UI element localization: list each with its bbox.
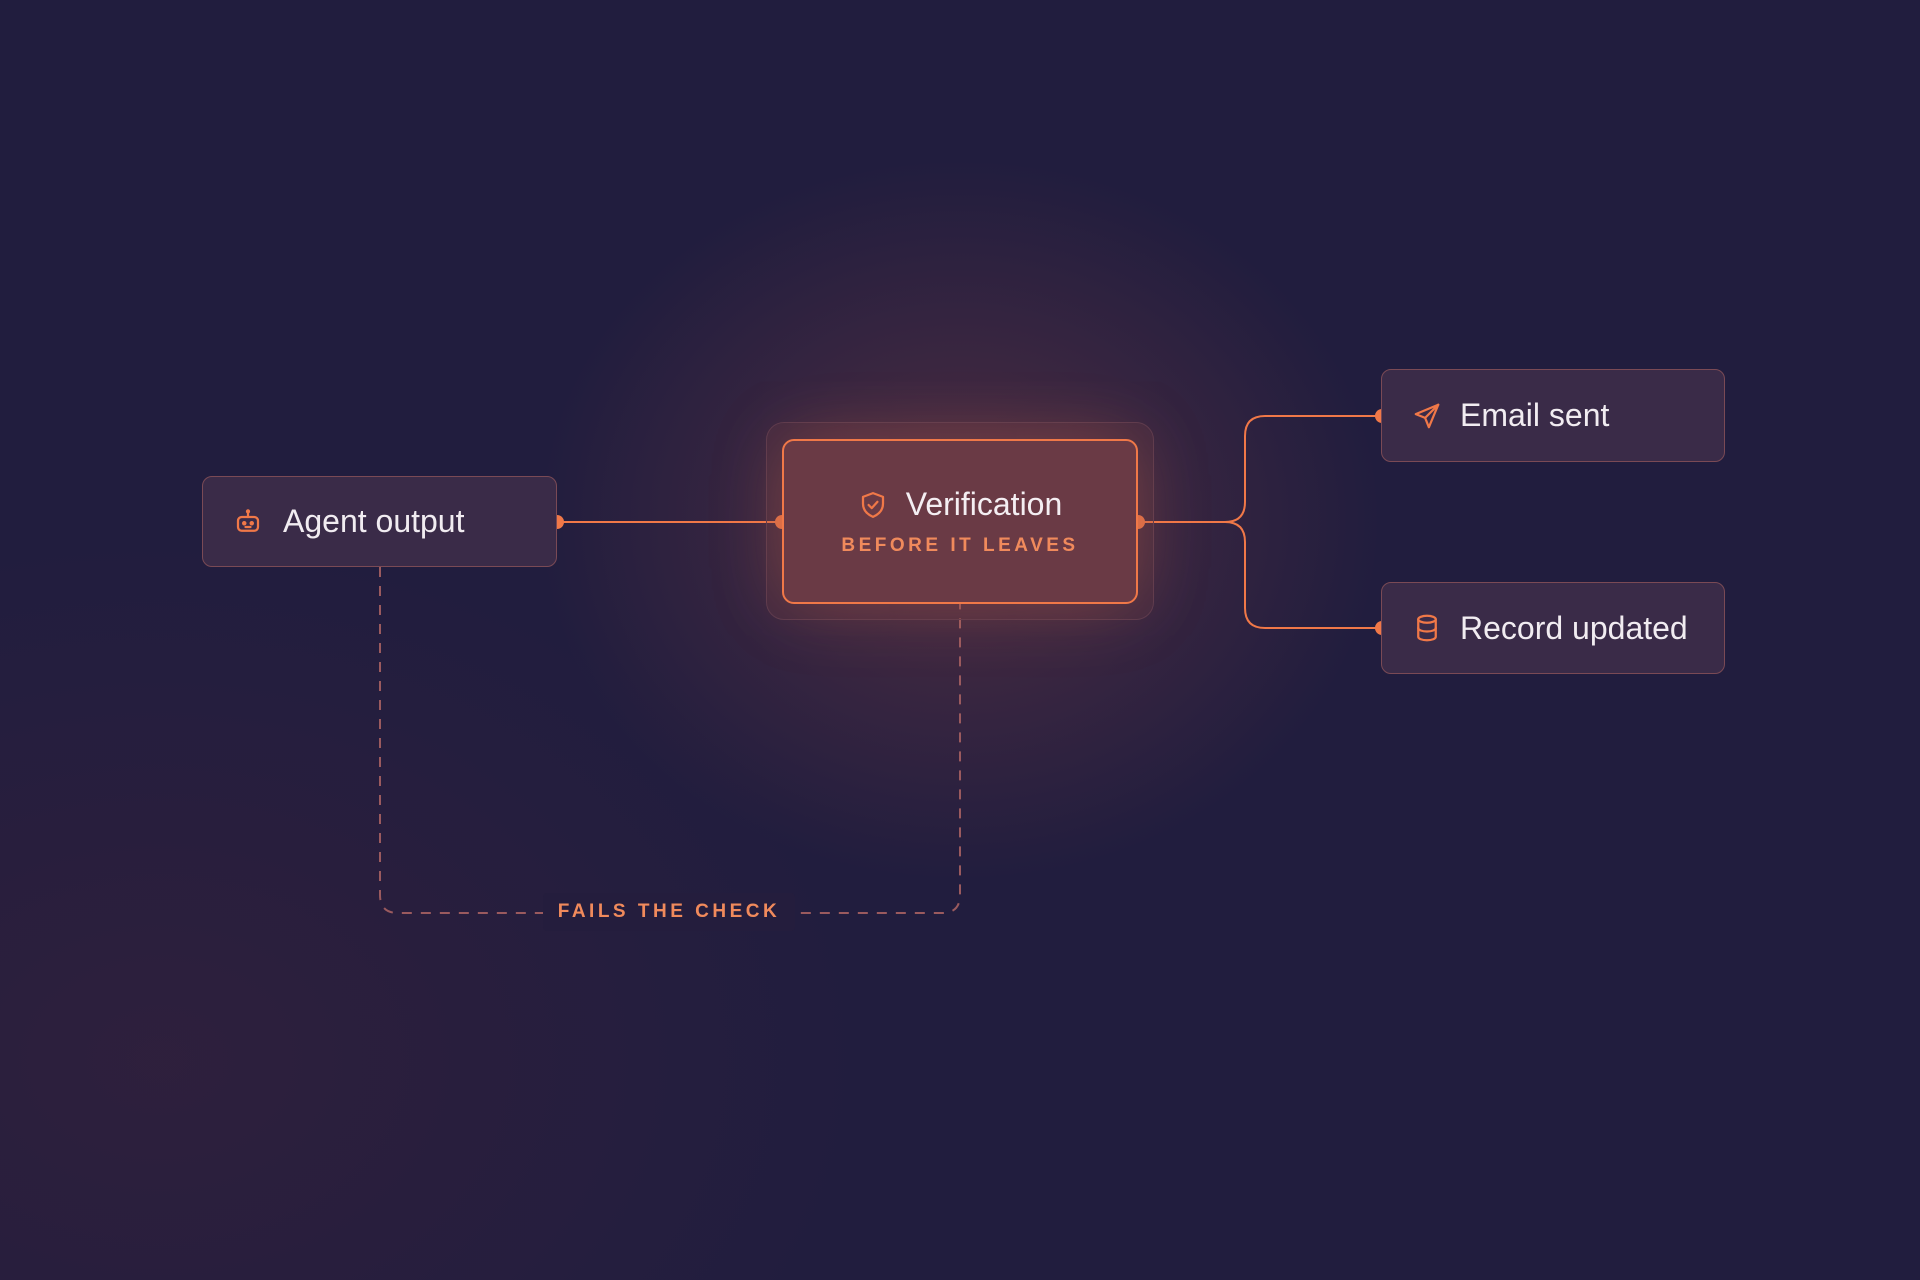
edge-verification-to-email <box>1138 415 1382 523</box>
node-agent-output[interactable]: Agent output <box>202 476 557 567</box>
node-verification[interactable]: Verification BEFORE IT LEAVES <box>782 439 1138 604</box>
node-email-sent[interactable]: Email sent <box>1381 369 1725 462</box>
send-icon <box>1412 401 1442 431</box>
node-verification-sublabel: BEFORE IT LEAVES <box>841 535 1079 556</box>
node-verification-label: Verification <box>905 486 1063 522</box>
verification-title-row: Verification <box>858 486 1063 523</box>
robot-icon <box>233 507 263 537</box>
fail-loop-label: FAILS THE CHECK <box>543 893 795 931</box>
node-record-updated-label: Record updated <box>1460 609 1688 646</box>
edge-verification-to-record <box>1138 521 1382 629</box>
node-agent-output-label: Agent output <box>283 503 465 539</box>
database-icon <box>1412 613 1442 643</box>
node-email-sent-label: Email sent <box>1460 397 1610 433</box>
node-record-updated[interactable]: Record updated <box>1381 582 1725 674</box>
shield-check-icon <box>858 490 888 520</box>
